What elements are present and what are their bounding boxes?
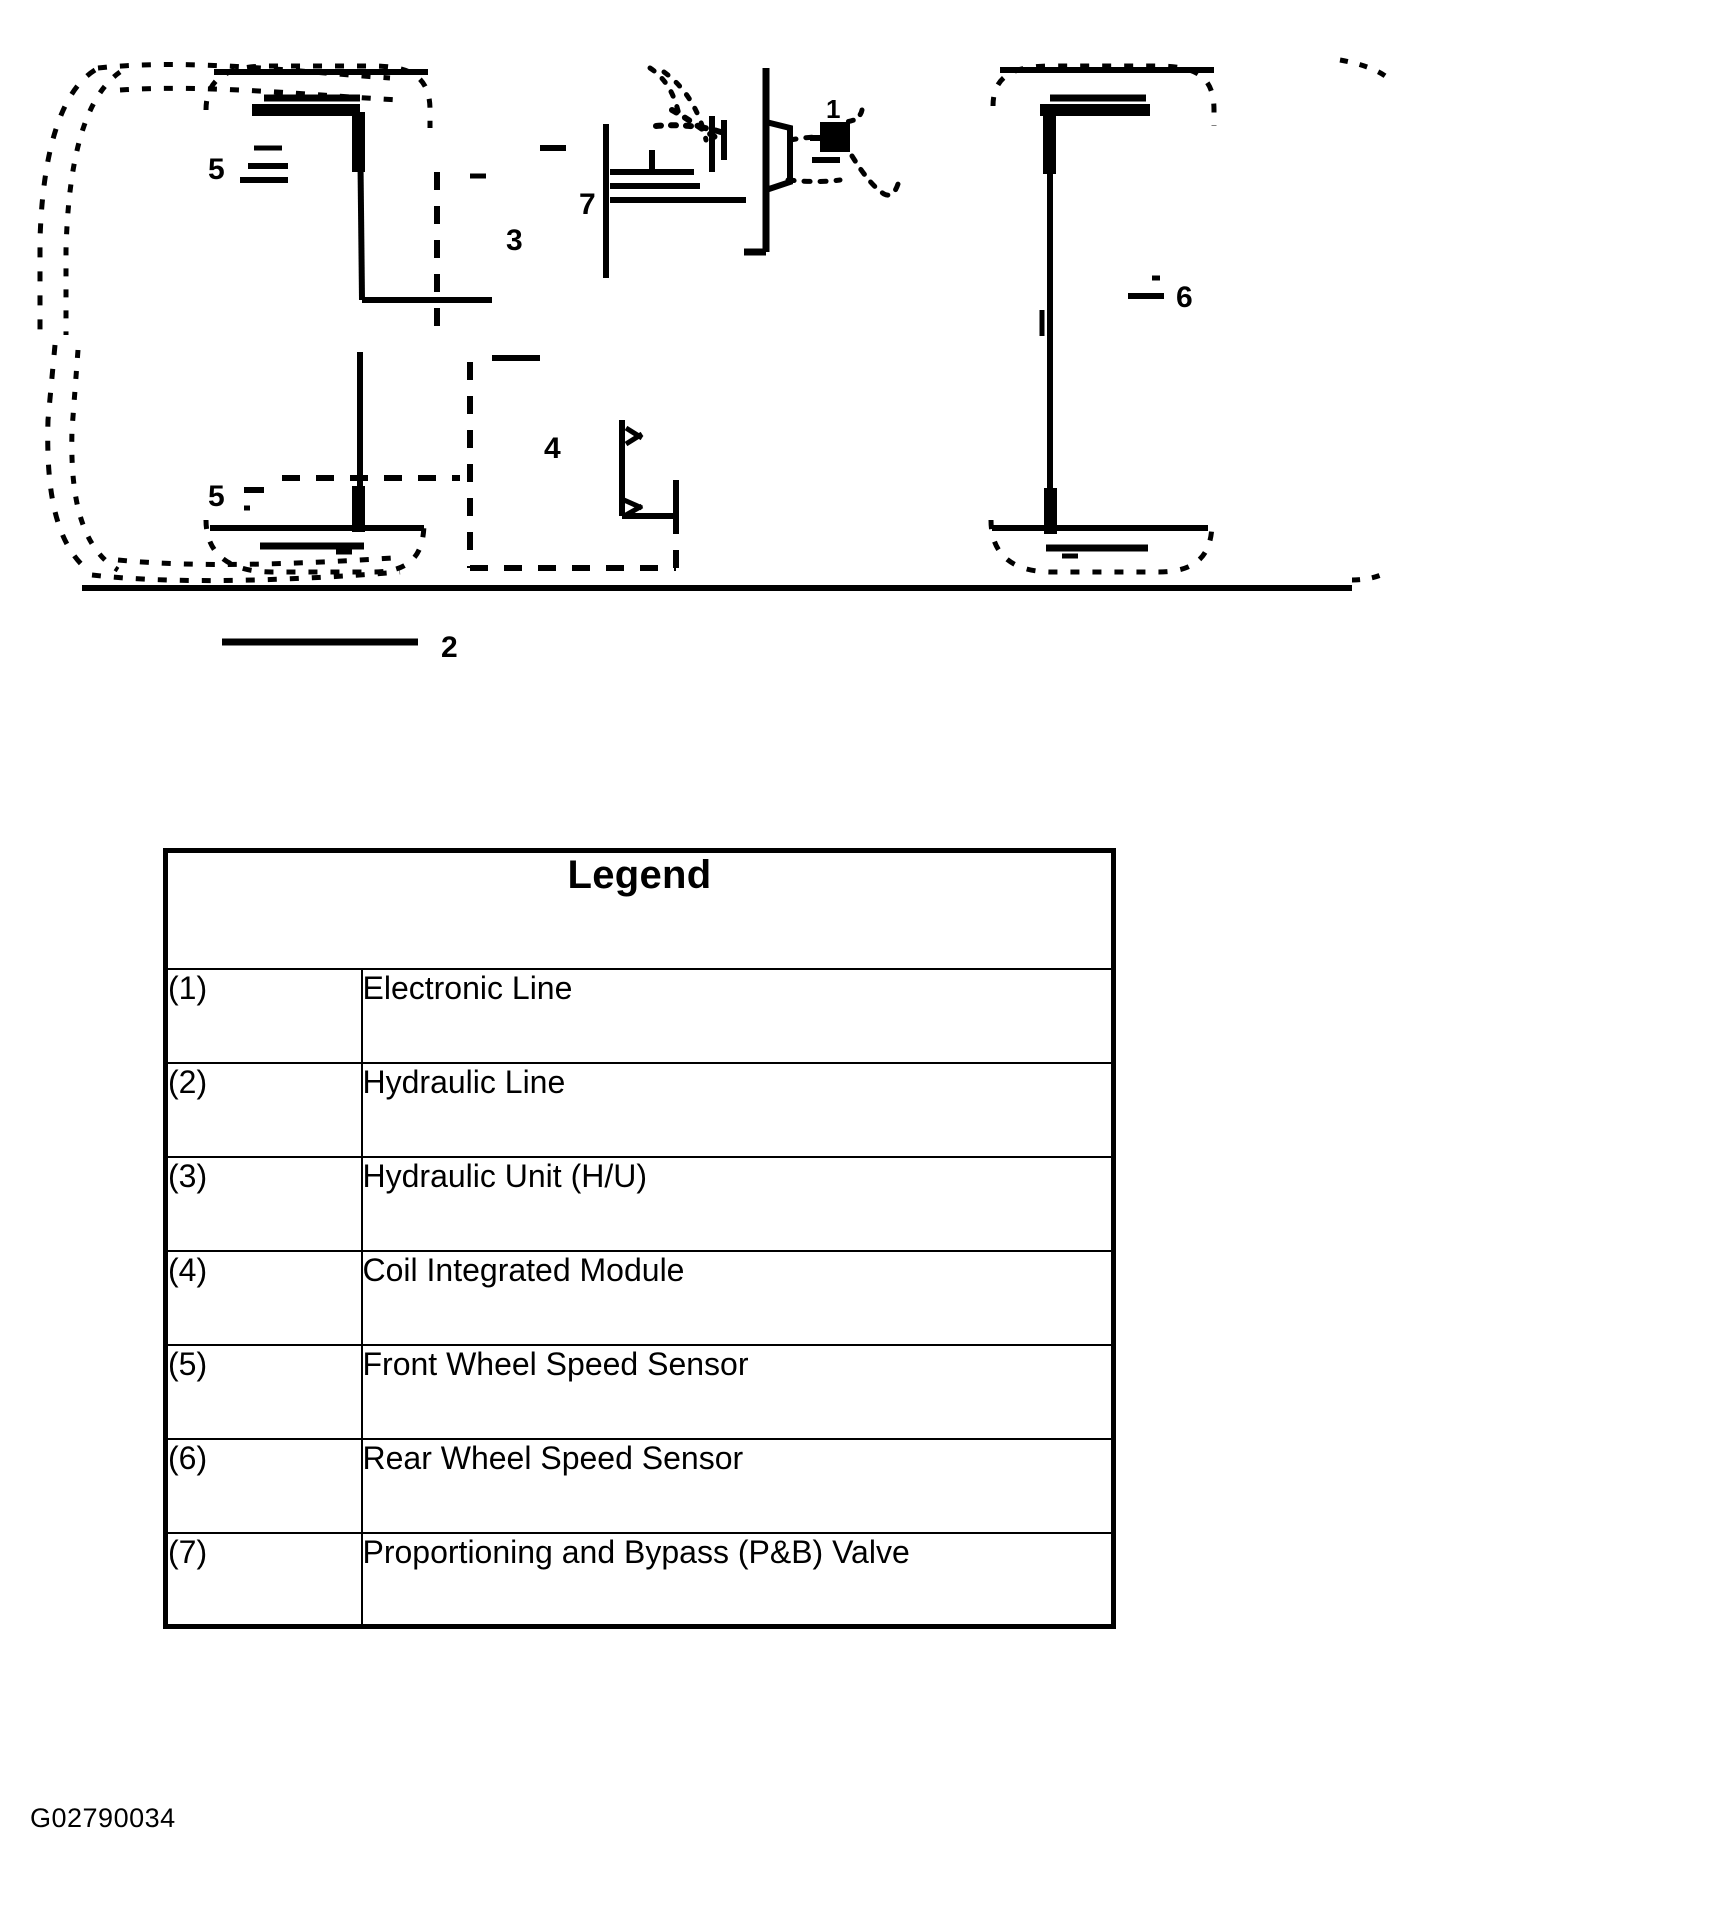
legend-title: Legend: [164, 849, 1115, 970]
legend-table: Legend (1) Electronic Line (2) Hydraulic…: [163, 848, 1116, 1629]
electronic-line-booster-upper: [787, 134, 845, 143]
wheel-arch-front-bottom: [203, 519, 427, 575]
electronic-line-bottom-run: [91, 569, 401, 584]
wheel-arch-rear-top: [990, 63, 1217, 126]
legend-number: (6): [164, 1437, 363, 1534]
line-connector-rear-lower: [1044, 488, 1057, 534]
chassis-outline-right-bottom: [1351, 567, 1392, 583]
caliper-rear-top: [1040, 104, 1150, 116]
electronic-line-bottom-run-2: [117, 555, 393, 567]
callout-1-electronic-line: 1: [826, 94, 841, 124]
legend-number: (1): [164, 967, 363, 1064]
chassis-outline-left-inner-lower: [69, 349, 120, 573]
table-row: (1) Electronic Line: [164, 967, 1115, 1064]
legend-number: (7): [164, 1531, 363, 1628]
legend-description: Electronic Line: [360, 967, 1115, 1064]
legend-number: (5): [164, 1343, 363, 1440]
legend-description: Front Wheel Speed Sensor: [360, 1343, 1115, 1440]
callout-5-front-lower: 5: [208, 480, 225, 513]
arrow-head-a2: [624, 431, 644, 447]
electronic-line-callout-1-leader: [837, 107, 865, 125]
callout-7-pb-valve: 7: [579, 188, 596, 221]
table-row: (2) Hydraulic Line: [164, 1061, 1115, 1158]
booster-cone: [765, 119, 793, 193]
legend-description: Hydraulic Line: [360, 1061, 1115, 1158]
caliper-front-top: [252, 104, 360, 116]
legend-number: (2): [164, 1061, 363, 1158]
legend-description: Proportioning and Bypass (P&B) Valve: [360, 1531, 1115, 1628]
electronic-line-hu-d: [653, 122, 729, 137]
chassis-outline-left-outer: [37, 67, 97, 330]
callout-6-rear-sensor: 6: [1176, 281, 1193, 314]
table-row: (5) Front Wheel Speed Sensor: [164, 1343, 1115, 1440]
electronic-line-hu-a: [647, 65, 683, 123]
legend-number: (4): [164, 1249, 363, 1346]
table-row: (6) Rear Wheel Speed Sensor: [164, 1437, 1115, 1534]
electronic-line-hu-c: [669, 107, 723, 143]
legend-description: Coil Integrated Module: [360, 1249, 1115, 1346]
figure-image-id: G02790034: [30, 1803, 176, 1833]
wheel-arch-front-top: [203, 63, 433, 128]
legend-description: Rear Wheel Speed Sensor: [360, 1437, 1115, 1534]
callout-5-front-upper: 5: [208, 153, 225, 186]
legend-header-row: Legend: [164, 849, 1115, 970]
wheel-arch-rear-bottom: [988, 519, 1215, 575]
diagram-linework: [37, 57, 1392, 646]
electronic-line-tail: [849, 153, 901, 198]
legend-number: (3): [164, 1155, 363, 1252]
chassis-outline-right-top: [1339, 57, 1390, 81]
table-row: (7) Proportioning and Bypass (P&B) Valve: [164, 1531, 1115, 1628]
line-connector-front-top: [352, 112, 365, 172]
callout-2-hydraulic-line: 2: [441, 631, 458, 664]
callout-3-hydraulic-unit: 3: [506, 224, 523, 257]
electronic-line-booster-lower: [785, 177, 843, 184]
table-row: (4) Coil Integrated Module: [164, 1249, 1115, 1346]
table-row: (3) Hydraulic Unit (H/U): [164, 1155, 1115, 1252]
chassis-outline-left-inner: [63, 69, 122, 335]
callout-4-coil-module: 4: [544, 432, 561, 465]
line-connector-front-lower: [352, 486, 365, 532]
legend-description: Hydraulic Unit (H/U): [360, 1155, 1115, 1252]
abs-brake-system-diagram: 5 3 7 1 6 5 4 2: [0, 0, 1726, 800]
chassis-outline-left-outer-lower: [45, 344, 92, 574]
electronic-line-top-run-2: [119, 85, 401, 103]
